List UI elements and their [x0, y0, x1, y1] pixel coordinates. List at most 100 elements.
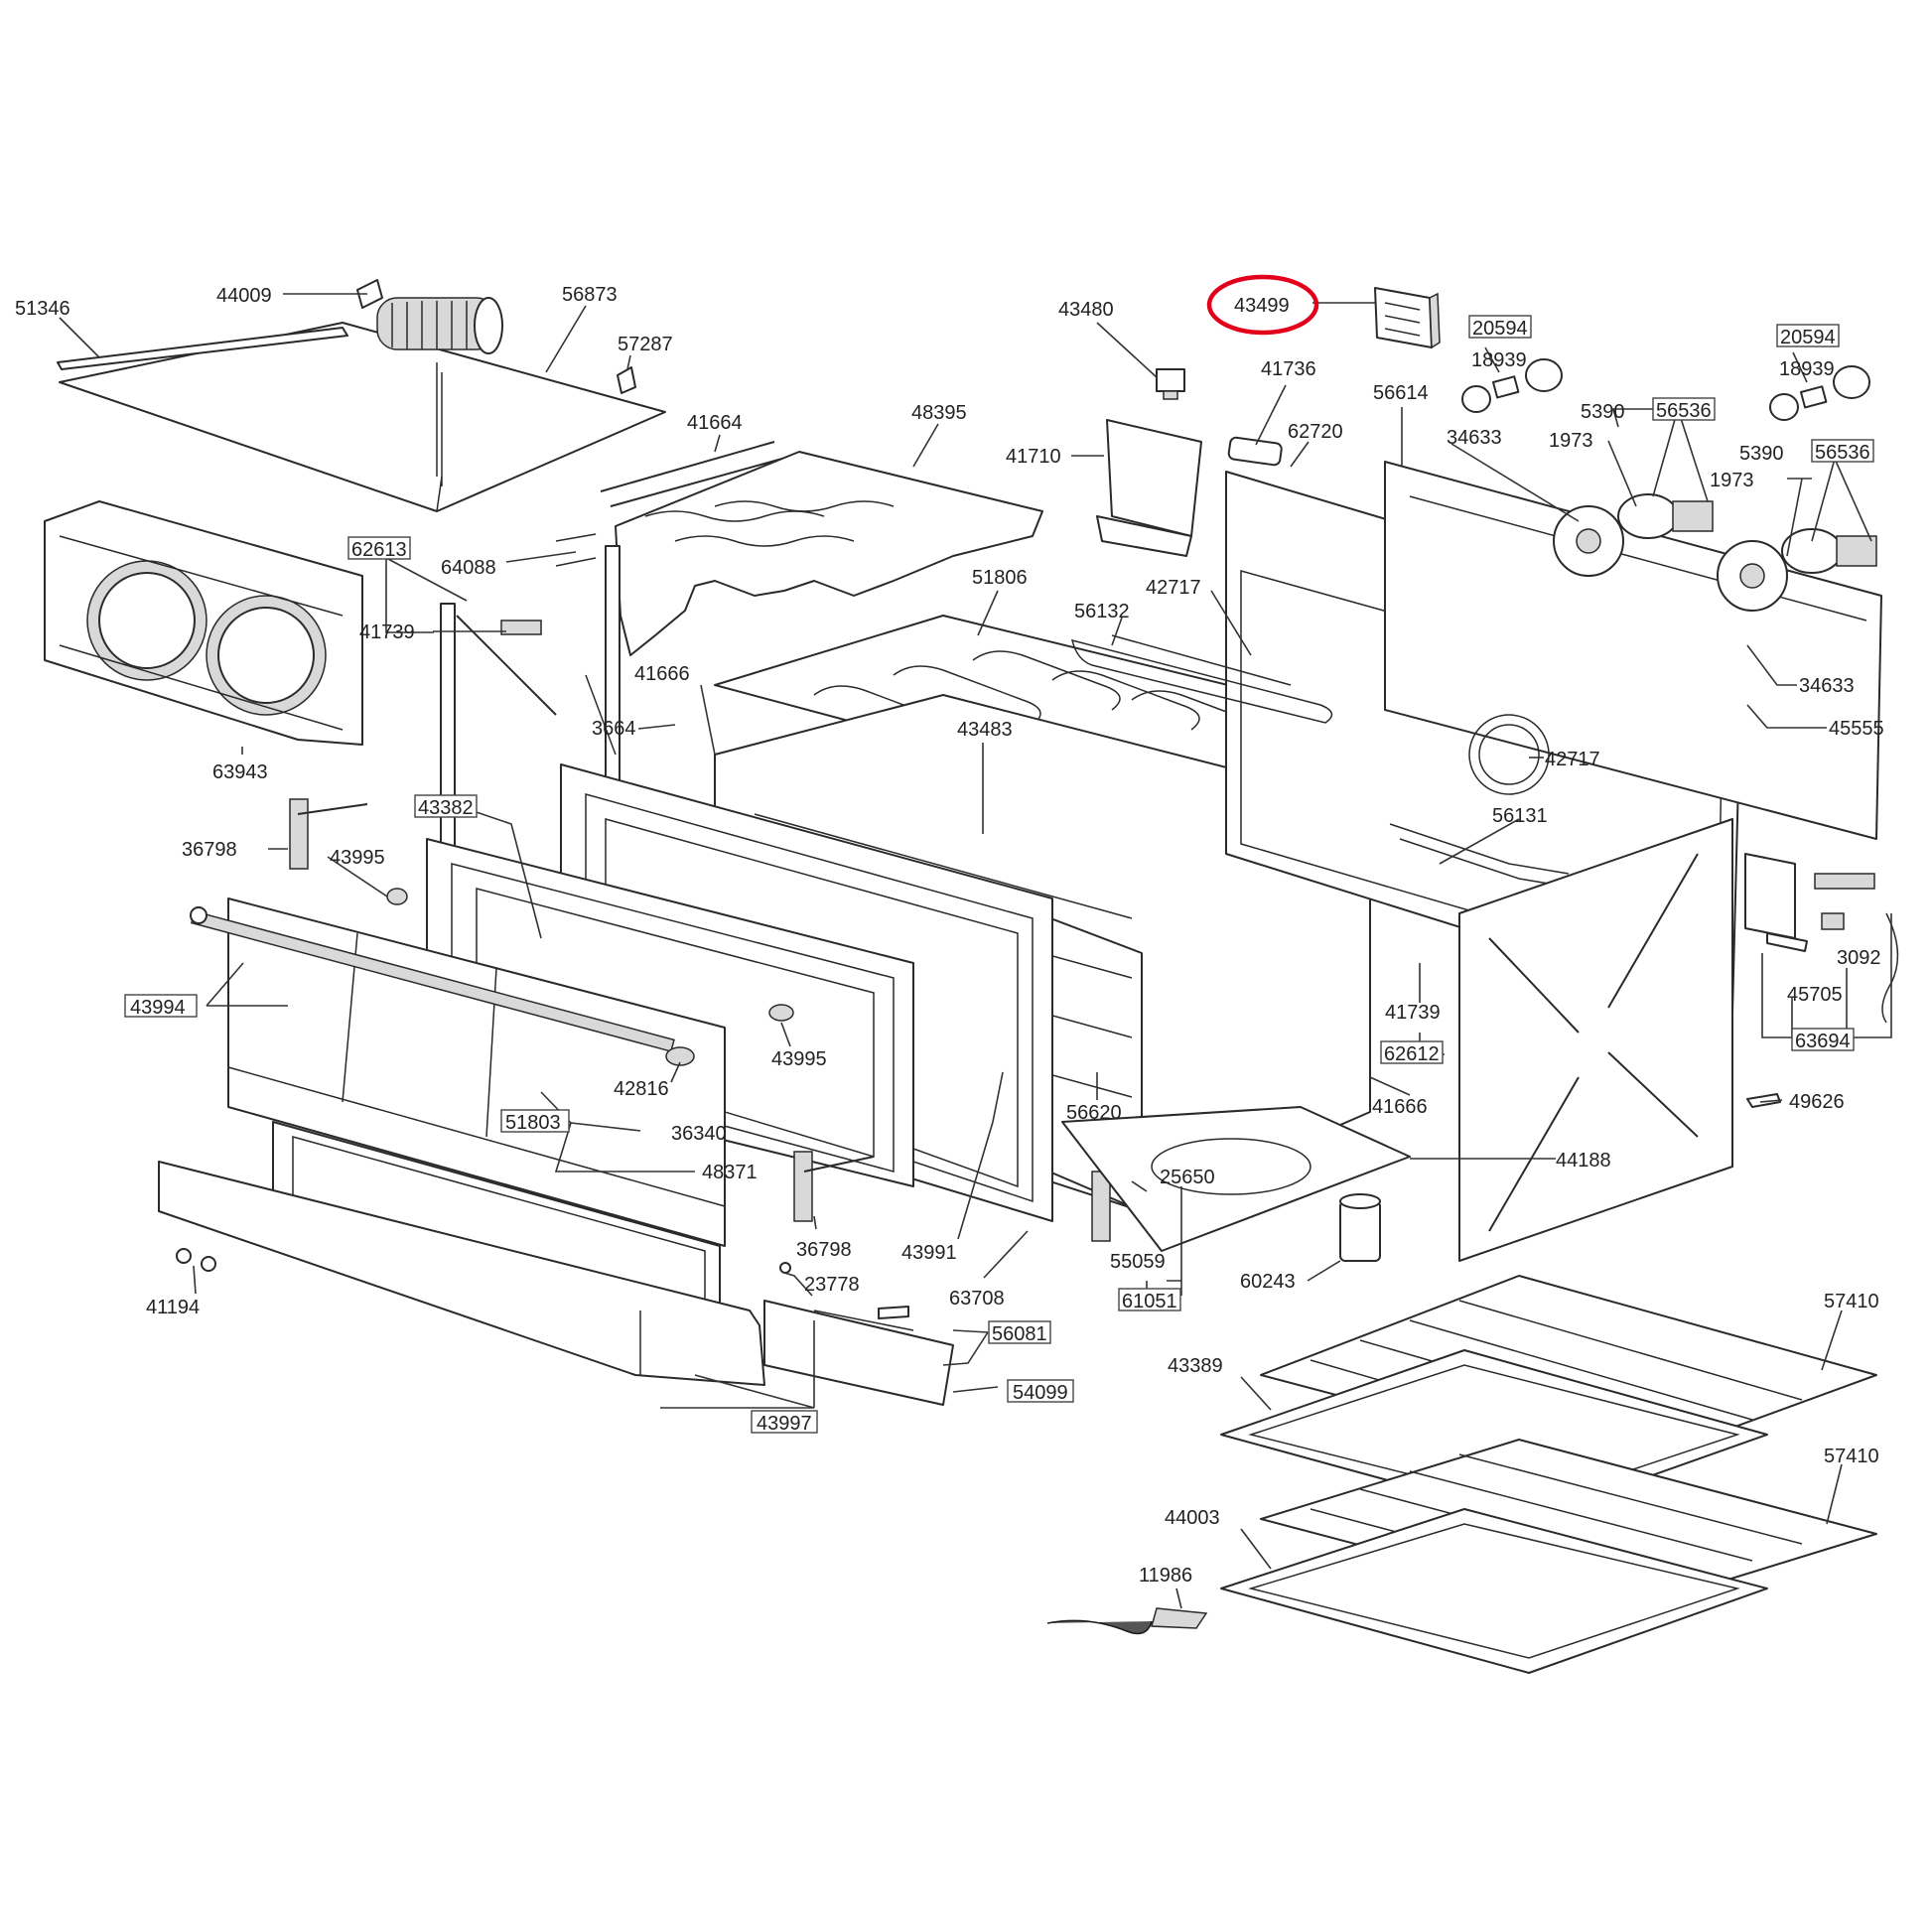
svg-text:23778: 23778 — [804, 1274, 860, 1296]
part-label-41664[interactable]: 41664 — [687, 412, 743, 434]
door-switch — [1156, 368, 1185, 400]
part-label-54099[interactable]: 54099 — [1007, 1379, 1074, 1404]
part-label-20594-right[interactable]: 20594 — [1776, 324, 1840, 348]
part-label-41194[interactable]: 41194 — [146, 1297, 200, 1318]
part-label-41739-right[interactable]: 41739 — [1385, 1002, 1441, 1024]
svg-text:43997: 43997 — [757, 1413, 812, 1435]
part-label-42717-top[interactable]: 42717 — [1146, 577, 1201, 599]
part-label-5390-right[interactable]: 5390 — [1739, 443, 1784, 465]
svg-text:63708: 63708 — [949, 1288, 1005, 1310]
meat-probe — [1046, 1607, 1208, 1635]
fan-motor-left — [1553, 493, 1714, 577]
part-label-51803[interactable]: 51803 — [500, 1109, 570, 1134]
blower-fan — [356, 279, 503, 354]
fan-cover-panel — [44, 500, 363, 746]
oven-lamp-left — [1461, 358, 1563, 413]
part-label-57410-lower[interactable]: 57410 — [1824, 1446, 1879, 1467]
part-label-45555[interactable]: 45555 — [1829, 718, 1884, 740]
part-label-3092[interactable]: 3092 — [1837, 947, 1881, 969]
part-label-64088[interactable]: 64088 — [441, 557, 496, 579]
svg-text:41194: 41194 — [146, 1297, 200, 1318]
part-label-60243[interactable]: 60243 — [1240, 1271, 1296, 1293]
part-label-63694[interactable]: 63694 — [1791, 1028, 1855, 1052]
part-label-44003[interactable]: 44003 — [1165, 1507, 1220, 1529]
part-label-62612[interactable]: 62612 — [1380, 1040, 1444, 1065]
part-label-57287[interactable]: 57287 — [618, 334, 673, 355]
part-label-63708[interactable]: 63708 — [949, 1288, 1005, 1310]
part-label-55059[interactable]: 55059 — [1110, 1251, 1166, 1273]
part-label-43382[interactable]: 43382 — [414, 794, 478, 819]
part-label-43483[interactable]: 43483 — [957, 719, 1013, 741]
part-label-57410-upper[interactable]: 57410 — [1824, 1291, 1879, 1312]
part-label-1973-left[interactable]: 1973 — [1549, 430, 1593, 452]
part-label-43389[interactable]: 43389 — [1168, 1355, 1223, 1377]
part-label-62613[interactable]: 62613 — [347, 536, 411, 561]
part-label-51346[interactable]: 51346 — [15, 298, 70, 320]
part-label-43991[interactable]: 43991 — [901, 1242, 957, 1264]
part-label-18939-right[interactable]: 18939 — [1779, 358, 1835, 380]
svg-text:42816: 42816 — [614, 1078, 669, 1100]
svg-text:61051: 61051 — [1122, 1291, 1177, 1312]
svg-text:41710: 41710 — [1006, 446, 1061, 468]
part-label-56873[interactable]: 56873 — [562, 284, 618, 306]
part-label-41666-right[interactable]: 41666 — [1372, 1096, 1428, 1118]
part-label-48395[interactable]: 48395 — [911, 402, 967, 424]
part-label-43997[interactable]: 43997 — [751, 1410, 818, 1435]
baking-pan-lower — [1220, 1508, 1768, 1674]
part-label-11986[interactable]: 11986 — [1139, 1565, 1192, 1587]
part-label-41739-left[interactable]: 41739 — [359, 621, 415, 643]
part-label-5390-left[interactable]: 5390 — [1581, 401, 1625, 423]
part-label-56081[interactable]: 56081 — [988, 1320, 1051, 1345]
terminal-block — [1814, 873, 1875, 930]
part-label-63943[interactable]: 63943 — [212, 761, 268, 783]
part-label-41736[interactable]: 41736 — [1261, 358, 1316, 380]
part-label-36798-left[interactable]: 36798 — [182, 839, 237, 861]
hinge-bracket-upper — [500, 620, 542, 635]
svg-text:48395: 48395 — [911, 402, 967, 424]
part-label-56614[interactable]: 56614 — [1373, 382, 1429, 404]
part-label-42717-right[interactable]: 42717 — [1545, 749, 1600, 770]
part-label-56620[interactable]: 56620 — [1066, 1102, 1122, 1124]
door-handle — [190, 906, 675, 1052]
part-label-56132[interactable]: 56132 — [1074, 601, 1130, 622]
part-label-42816[interactable]: 42816 — [614, 1078, 669, 1100]
part-label-56131[interactable]: 56131 — [1492, 805, 1548, 827]
part-label-56536-left[interactable]: 56536 — [1652, 397, 1716, 422]
door-glass — [227, 897, 726, 1247]
part-label-43995-right[interactable]: 43995 — [771, 1048, 827, 1070]
part-label-36798-bottom[interactable]: 36798 — [796, 1239, 852, 1261]
part-label-44009[interactable]: 44009 — [216, 285, 272, 307]
part-label-43480[interactable]: 43480 — [1058, 299, 1114, 321]
part-label-43994[interactable]: 43994 — [124, 994, 198, 1019]
part-label-23778[interactable]: 23778 — [804, 1274, 860, 1296]
part-label-20594-left[interactable]: 20594 — [1468, 315, 1532, 340]
part-label-44188[interactable]: 44188 — [1556, 1150, 1611, 1172]
part-label-43995-left[interactable]: 43995 — [330, 847, 385, 869]
svg-text:51806: 51806 — [972, 567, 1028, 589]
part-label-36340[interactable]: 36340 — [671, 1123, 727, 1145]
part-label-48371[interactable]: 48371 — [702, 1162, 758, 1183]
part-label-51806[interactable]: 51806 — [972, 567, 1028, 589]
part-label-62720[interactable]: 62720 — [1288, 421, 1343, 443]
part-label-49626[interactable]: 49626 — [1789, 1091, 1845, 1113]
part-label-41666-left[interactable]: 41666 — [634, 663, 690, 685]
part-label-61051[interactable]: 61051 — [1118, 1288, 1181, 1312]
svg-text:57287: 57287 — [618, 334, 673, 355]
svg-text:36798: 36798 — [182, 839, 237, 861]
part-label-18939-left[interactable]: 18939 — [1471, 349, 1527, 371]
part-label-25650[interactable]: 25650 — [1160, 1167, 1215, 1188]
svg-text:36340: 36340 — [671, 1123, 727, 1145]
gasket-strips — [555, 441, 790, 567]
part-label-43499[interactable]: 43499 — [1234, 295, 1290, 317]
part-label-56536-right[interactable]: 56536 — [1811, 439, 1874, 464]
part-label-45705[interactable]: 45705 — [1787, 984, 1843, 1006]
svg-text:62612: 62612 — [1384, 1043, 1440, 1065]
svg-text:1973: 1973 — [1549, 430, 1593, 452]
svg-text:20594: 20594 — [1780, 327, 1836, 348]
part-label-3664[interactable]: 3664 — [592, 718, 636, 740]
part-label-1973-right[interactable]: 1973 — [1710, 470, 1754, 491]
part-label-34633-top[interactable]: 34633 — [1447, 427, 1502, 449]
part-label-41710[interactable]: 41710 — [1006, 446, 1061, 468]
part-label-34633-right[interactable]: 34633 — [1799, 675, 1855, 697]
